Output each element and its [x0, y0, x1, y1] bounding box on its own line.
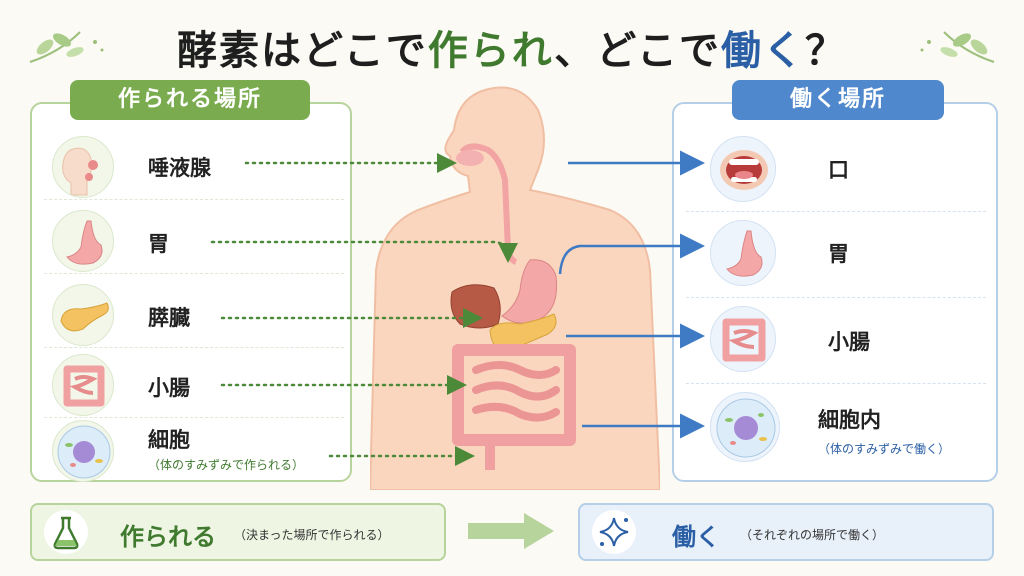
cell-icon	[710, 392, 780, 462]
salivary-gland-icon	[52, 136, 114, 198]
cell-sublabel: （体のすみずみで作られる）	[148, 458, 305, 472]
list-item: 胃	[686, 212, 986, 298]
list-item: 細胞内 （体のすみずみで働く）	[686, 384, 986, 480]
list-item: 膵臓	[44, 280, 344, 348]
big-arrow-right-icon	[468, 513, 554, 549]
body-silhouette	[370, 86, 660, 490]
list-item: 胃	[44, 206, 344, 274]
leaf-decoration-left-icon	[29, 31, 104, 63]
title-made: 作られ	[427, 28, 555, 74]
small-intestine-icon	[710, 306, 776, 372]
stomach-label: 胃	[148, 232, 169, 256]
made-summary-box: 作られる （決まった場所で作られる）	[30, 503, 446, 561]
work-summary-sub: （それぞれの場所で働く）	[740, 528, 885, 542]
made-summary-title: 作られる	[120, 523, 216, 551]
arrow-stomach	[558, 233, 705, 275]
cell-work-label: 細胞内	[818, 408, 881, 432]
salivary-gland-label: 唾液腺	[148, 156, 211, 180]
title-question: ？	[805, 28, 848, 74]
leaf-decoration-right-icon	[920, 31, 995, 63]
small-intestine-organ	[472, 361, 560, 422]
large-intestine	[452, 344, 576, 446]
small-intestine-work-label: 小腸	[828, 330, 870, 354]
pancreas-label: 膵臓	[148, 306, 190, 330]
work-summary-box: 働く （それぞれの場所で働く）	[578, 503, 994, 561]
sparkle-icon	[592, 510, 636, 554]
list-item: 唾液腺	[44, 132, 344, 200]
title-part1: 酵素はどこで	[176, 28, 428, 74]
cell-work-sublabel: （体のすみずみで働く）	[818, 442, 951, 456]
work-summary-title: 働く	[672, 523, 720, 551]
pancreas-icon	[52, 284, 114, 346]
mouth-cavity	[456, 150, 484, 166]
page-title: 酵素はどこで作られ、どこで働く？	[0, 18, 1024, 76]
small-intestine-icon	[52, 354, 114, 416]
mouth-icon	[710, 136, 776, 202]
connector-stomach	[210, 240, 518, 263]
flask-icon	[44, 510, 88, 554]
stomach-icon	[52, 210, 114, 272]
stomach-icon	[710, 220, 776, 286]
cell-icon	[52, 420, 114, 482]
small-intestine-label: 小腸	[148, 376, 190, 400]
list-item: 小腸	[44, 350, 344, 418]
body-illustration	[370, 86, 660, 490]
made-summary-sub: （決まった場所で作られる）	[234, 528, 390, 542]
mouth-label: 口	[828, 158, 849, 182]
work-places-header: 働く場所	[732, 80, 944, 120]
list-item: 小腸	[686, 298, 986, 384]
stomach-organ	[501, 259, 558, 324]
list-item: 細胞 （体のすみずみで作られる）	[44, 418, 344, 482]
stomach-work-label: 胃	[828, 242, 849, 266]
made-places-header: 作られる場所	[70, 80, 310, 120]
list-item: 口	[686, 126, 986, 212]
cell-label: 細胞	[148, 428, 190, 452]
title-work: 働く	[721, 28, 806, 74]
title-part3: 、どこで	[554, 28, 722, 74]
